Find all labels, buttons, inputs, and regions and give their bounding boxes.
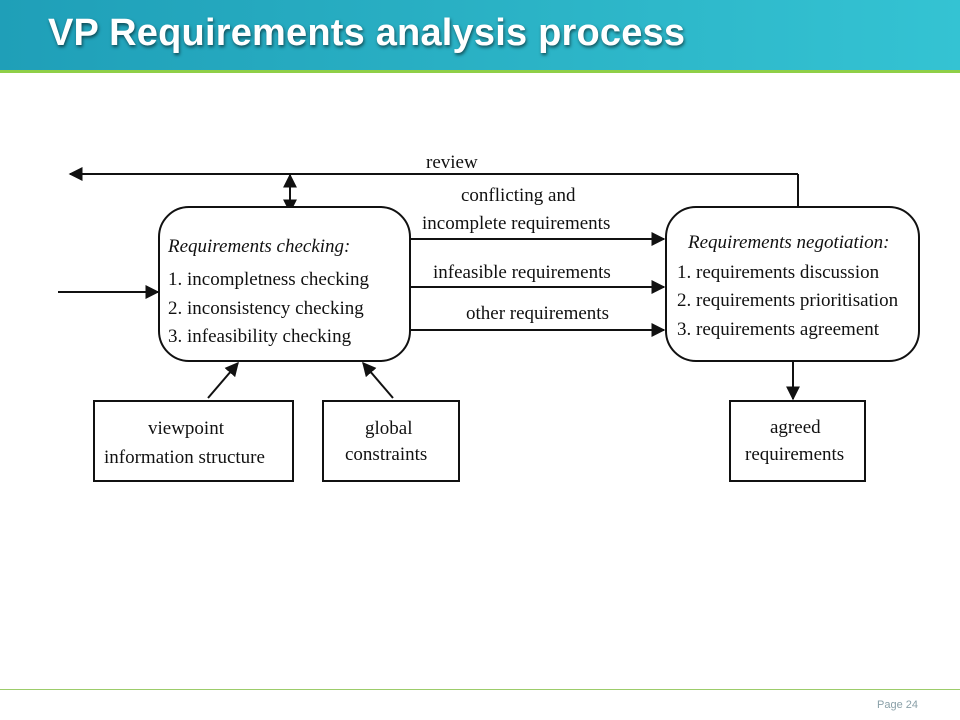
page-number: Page 24 (877, 699, 918, 711)
viewpoint-arrow (207, 361, 239, 399)
checking-item-3: 3. infeasibility checking (168, 326, 352, 347)
agreed-label-1: agreed (770, 417, 821, 438)
viewpoint-info-box (93, 400, 294, 482)
viewpoint-label-1: viewpoint (148, 418, 225, 439)
footer-divider (0, 689, 960, 690)
checking-heading: Requirements checking: (167, 236, 350, 257)
checking-item-1: 1. incompletness checking (168, 269, 370, 290)
global-label-2: constraints (345, 444, 427, 465)
viewpoint-label-2: information structure (104, 447, 265, 468)
flow-label-conflicting-1: conflicting and (461, 185, 576, 206)
agreed-requirements-box (729, 400, 866, 482)
flow-label-other: other requirements (466, 303, 609, 324)
agreed-label-2: requirements (745, 444, 844, 465)
global-arrow (362, 361, 394, 399)
negotiation-item-2: 2. requirements prioritisation (677, 290, 899, 311)
review-label: review (426, 152, 478, 173)
negotiation-item-3: 3. requirements agreement (677, 319, 880, 340)
negotiation-item-1: 1. requirements discussion (677, 262, 880, 283)
negotiation-heading: Requirements negotiation: (687, 232, 889, 253)
flow-label-infeasible: infeasible requirements (433, 262, 611, 283)
title-bar: VP Requirements analysis process (0, 0, 960, 73)
checking-item-2: 2. inconsistency checking (168, 298, 364, 319)
slide-title: VP Requirements analysis process (48, 12, 686, 54)
flow-label-conflicting-2: incomplete requirements (422, 213, 610, 234)
global-constraints-box (322, 400, 460, 482)
requirements-checking-box (158, 206, 411, 362)
global-label-1: global (365, 418, 413, 439)
